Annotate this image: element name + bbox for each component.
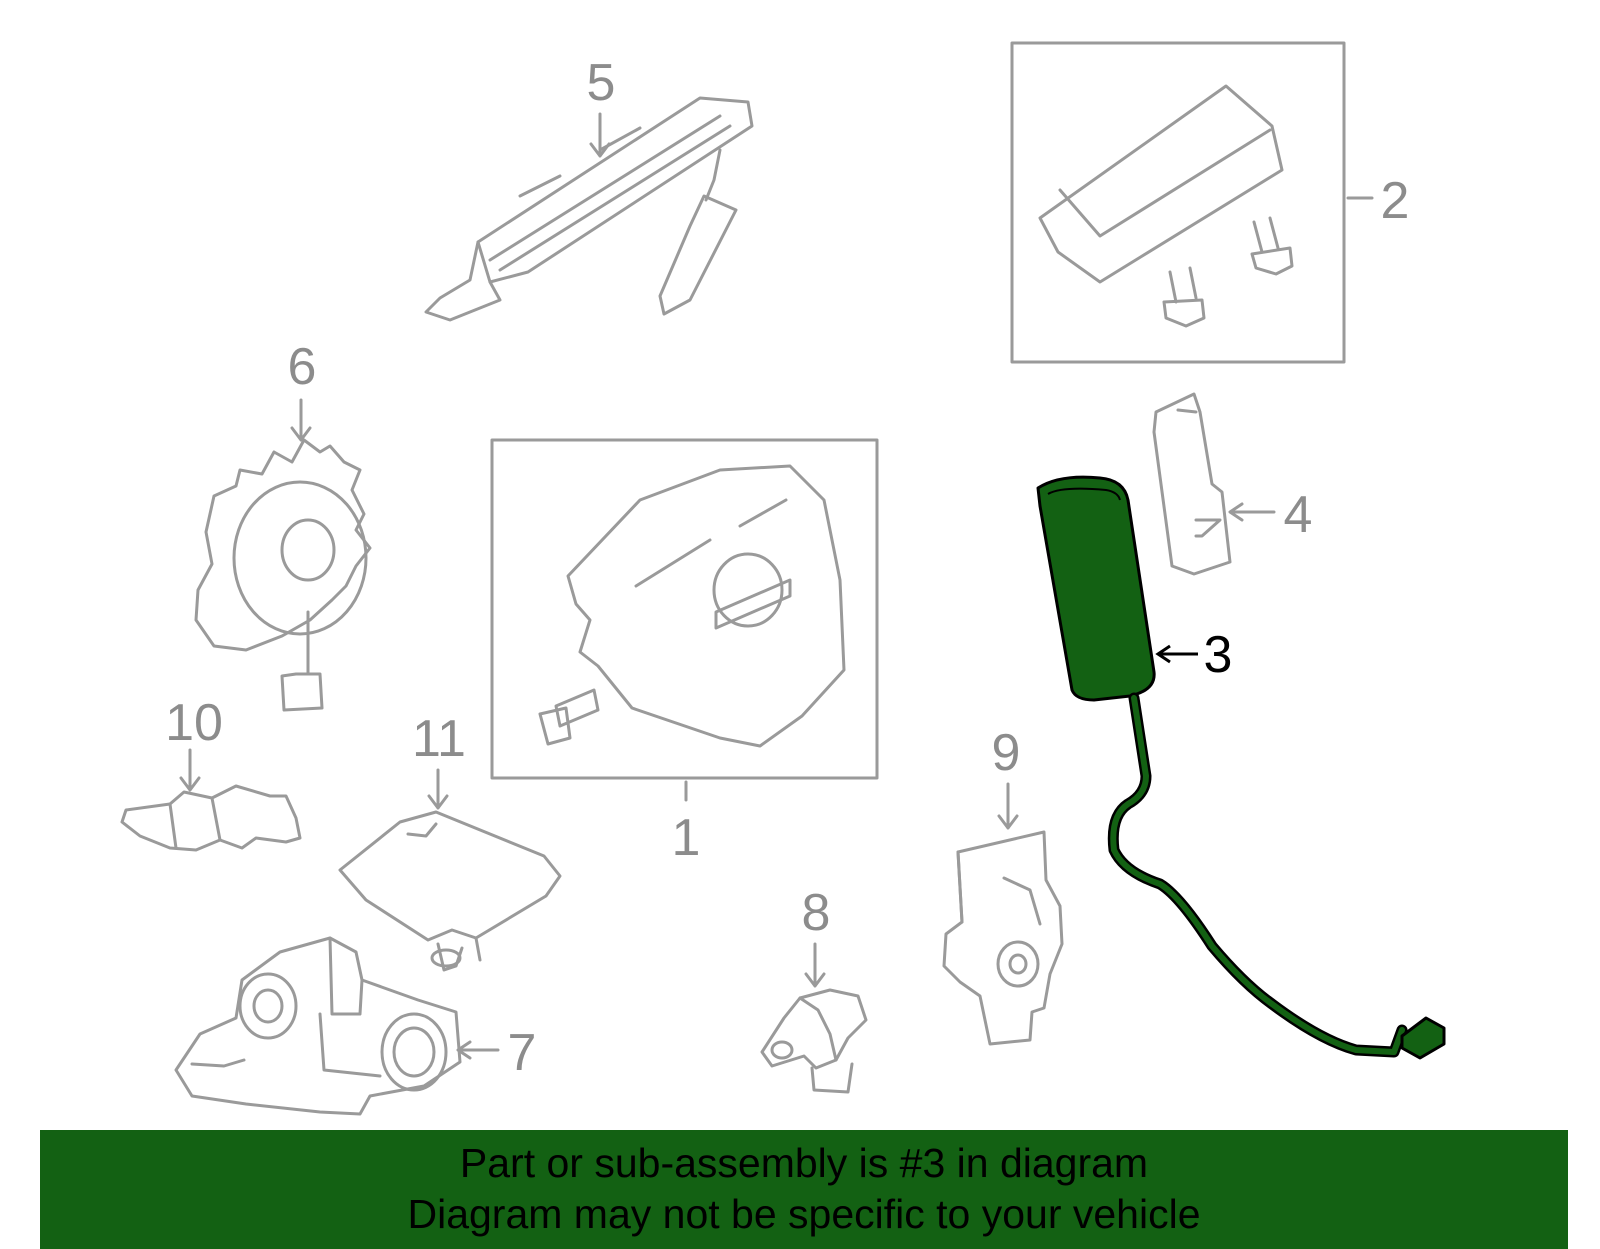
info-banner: Part or sub-assembly is #3 in diagram Di… — [40, 1130, 1568, 1249]
callout-9: 9 — [992, 724, 1021, 782]
callout-7: 7 — [508, 1024, 537, 1082]
part-1-box — [490, 438, 879, 780]
part-6-clock-spring — [194, 438, 372, 712]
callout-9-arrow — [997, 782, 1019, 830]
callout-5-arrow — [589, 112, 611, 158]
part-7-crash-sensor — [174, 936, 462, 1116]
callout-6-arrow — [290, 398, 312, 442]
banner-line-2: Diagram may not be specific to your vehi… — [407, 1191, 1201, 1237]
callout-4-arrow — [1228, 502, 1276, 522]
part-4-knee-airbag-bracket — [1152, 392, 1232, 576]
callout-7-arrow — [456, 1040, 500, 1060]
part-11-control-module — [338, 810, 562, 972]
callout-5: 5 — [587, 54, 616, 112]
callout-2: 2 — [1381, 172, 1410, 230]
callout-11-arrow — [427, 768, 449, 810]
part-10-sensor-bracket — [120, 784, 302, 852]
banner-line-1: Part or sub-assembly is #3 in diagram — [459, 1140, 1149, 1186]
part-2-passenger-airbag — [1038, 84, 1294, 328]
callout-1: 1 — [672, 809, 701, 867]
part-5-curtain-airbag — [424, 96, 754, 322]
part-3-side-airbag-highlighted — [1036, 475, 1446, 1060]
callout-4: 4 — [1284, 486, 1313, 544]
part-9-side-impact-sensor — [942, 830, 1064, 1046]
part-8-impact-sensor — [760, 988, 868, 1094]
callout-8-arrow — [804, 942, 826, 988]
callout-10-arrow — [179, 748, 201, 792]
callout-3: 3 — [1204, 626, 1233, 684]
callout-3-arrow — [1155, 644, 1198, 664]
callout-10: 10 — [165, 694, 223, 752]
callout-11: 11 — [412, 710, 466, 768]
part-2-box — [1010, 41, 1346, 364]
callout-6: 6 — [288, 338, 317, 396]
callout-8: 8 — [802, 884, 831, 942]
part-1-driver-airbag — [538, 464, 846, 748]
